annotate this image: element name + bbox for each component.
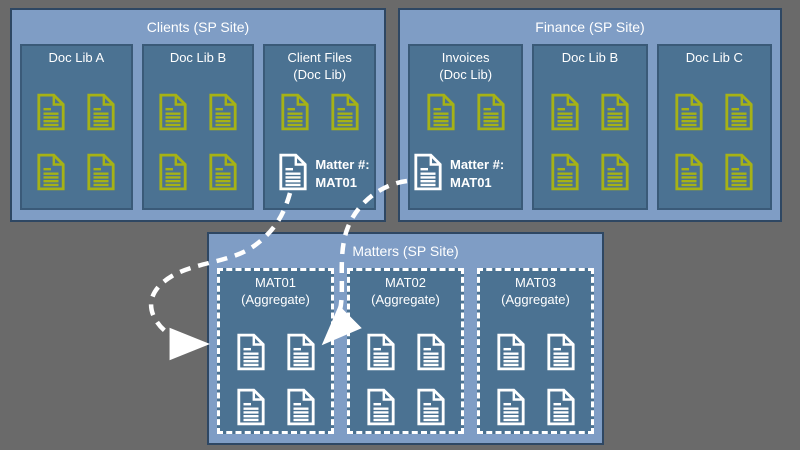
document-icon [496, 333, 525, 371]
document-icon [236, 388, 265, 426]
aggregate-title: MAT03 [515, 275, 556, 290]
finance-libraries: Invoices (Doc Lib) Matter #: MAT01 [400, 44, 780, 210]
doclib-a-clients: Doc Lib A [20, 44, 133, 210]
doclib-c-finance: Doc Lib C [656, 44, 772, 210]
document-icon [675, 153, 703, 191]
documents-grid [366, 333, 446, 426]
aggregate-title: MAT01 [255, 275, 296, 290]
doclib-subtitle: (Doc Lib) [439, 67, 493, 82]
documents-grid [36, 93, 116, 191]
site-clients: Clients (SP Site) Doc Lib A Doc Lib B [10, 8, 386, 222]
documents-grid [280, 93, 360, 131]
document-icon [496, 388, 525, 426]
aggregate-mat02: MAT02 (Aggregate) [347, 268, 464, 434]
site-finance: Finance (SP Site) Invoices (Doc Lib) Mat… [398, 8, 782, 222]
document-icon [366, 388, 395, 426]
document-icon [159, 153, 187, 191]
site-finance-title: Finance (SP Site) [535, 19, 645, 35]
document-icon [546, 388, 575, 426]
document-icon [427, 93, 455, 131]
doclib-title: Client Files [287, 50, 352, 65]
aggregate-mat03: MAT03 (Aggregate) [477, 268, 594, 434]
document-icon [551, 93, 579, 131]
doclib-title: Doc Lib C [685, 50, 743, 65]
documents-grid [496, 333, 576, 426]
document-icon [414, 153, 442, 191]
document-icon [37, 153, 65, 191]
doclib-b-clients: Doc Lib B [141, 44, 255, 210]
doclib-title: Doc Lib B [169, 50, 227, 65]
document-icon [725, 153, 753, 191]
document-icon [546, 333, 575, 371]
aggregate-title: MAT02 [385, 275, 426, 290]
aggregate-subtitle: (Aggregate) [241, 292, 310, 307]
document-icon [281, 93, 309, 131]
matters-aggregates: MAT01 (Aggregate) MAT02 (Aggregate) [209, 268, 602, 434]
doclib-invoices: Invoices (Doc Lib) Matter #: MAT01 [408, 44, 524, 210]
doclib-subtitle: (Doc Lib) [293, 67, 347, 82]
doclib-title: Doc Lib A [48, 50, 105, 65]
document-icon [477, 93, 505, 131]
documents-grid [550, 93, 630, 191]
site-matters: Matters (SP Site) MAT01 (Aggregate) MAT0… [207, 232, 604, 445]
document-icon [286, 333, 315, 371]
document-icon [159, 93, 187, 131]
matter-number-label: Matter #: MAT01 [315, 157, 370, 190]
document-icon [87, 153, 115, 191]
matter-number-label: Matter #: MAT01 [450, 157, 505, 190]
site-clients-title: Clients (SP Site) [146, 19, 250, 35]
document-icon [37, 93, 65, 131]
document-icon [601, 153, 629, 191]
site-matters-title: Matters (SP Site) [352, 243, 459, 259]
documents-grid [674, 93, 754, 191]
document-icon [416, 333, 445, 371]
document-icon [551, 153, 579, 191]
doclib-title: Invoices [441, 50, 490, 65]
document-icon [416, 388, 445, 426]
document-icon [366, 333, 395, 371]
document-icon [279, 153, 307, 191]
aggregate-subtitle: (Aggregate) [371, 292, 440, 307]
document-icon [601, 93, 629, 131]
aggregate-mat01: MAT01 (Aggregate) [217, 268, 334, 434]
documents-grid [426, 93, 506, 131]
documents-grid [236, 333, 316, 426]
doclib-client-files: Client Files (Doc Lib) Matter #: MAT01 [263, 44, 377, 210]
document-icon [87, 93, 115, 131]
document-icon [286, 388, 315, 426]
aggregate-subtitle: (Aggregate) [501, 292, 570, 307]
doclib-title: Doc Lib B [561, 50, 619, 65]
document-icon [209, 153, 237, 191]
document-icon [209, 93, 237, 131]
document-icon [331, 93, 359, 131]
document-icon [725, 93, 753, 131]
doclib-b-finance: Doc Lib B [532, 44, 648, 210]
client-files-matter-doc: Matter #: MAT01 [265, 153, 374, 192]
invoices-matter-doc: Matter #: MAT01 [410, 153, 521, 192]
document-icon [675, 93, 703, 131]
clients-libraries: Doc Lib A Doc Lib B [12, 44, 384, 210]
documents-grid [158, 93, 238, 191]
document-icon [236, 333, 265, 371]
